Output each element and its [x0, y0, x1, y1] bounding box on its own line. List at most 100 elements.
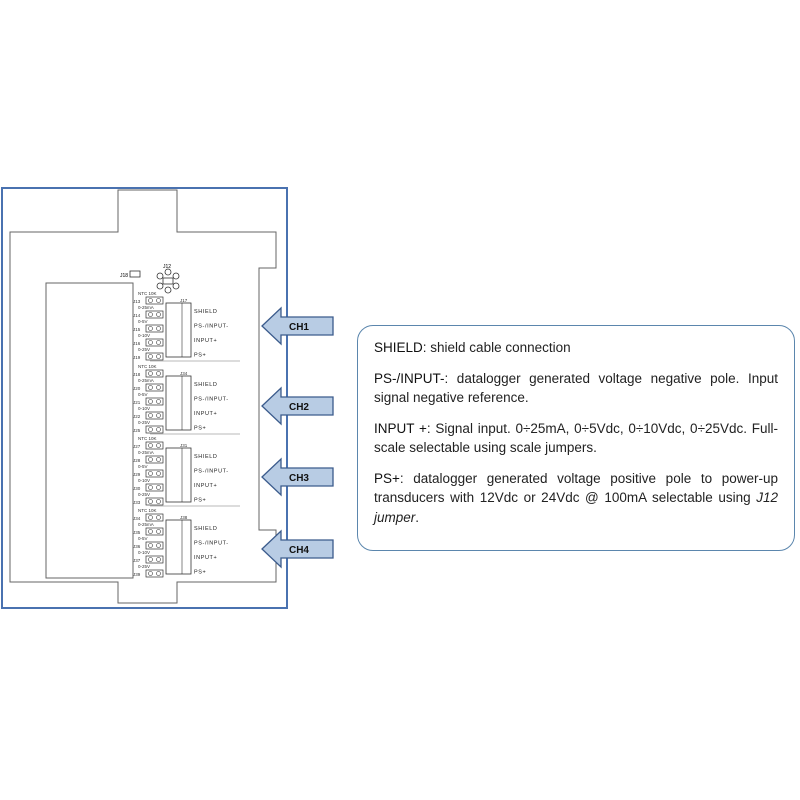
channel-block-3: NTC 10KJ270-25mAJ280-5VJ290-10VJ300-25VJ…	[133, 436, 240, 507]
pcb-cutout	[45, 282, 134, 579]
jumper-pin	[156, 385, 161, 390]
channel-label: CH1	[289, 322, 309, 333]
jumper-pin	[148, 443, 153, 448]
jumper-pin	[148, 340, 153, 345]
channel-block-1: NTC 10KJ130-25mAJ140-5VJ150-10VJ160-25VJ…	[133, 291, 240, 362]
jumper-ref-label: J16	[133, 341, 141, 346]
channel-arrow-2: CH2	[261, 386, 334, 426]
jumper-range-label: 0-10V	[138, 406, 150, 411]
jumper-header	[145, 411, 164, 420]
jumper-pin	[156, 399, 161, 404]
arrow-shape	[261, 529, 334, 569]
jumper-pin	[148, 529, 153, 534]
jumper-range-label: 0-10V	[138, 333, 150, 338]
jumper-header	[145, 513, 164, 522]
jumper-header	[145, 383, 164, 392]
jumper-pin	[148, 471, 153, 476]
legend-ps-plus-emph: J12 jumper	[374, 490, 778, 525]
jumper-ref-label: J37	[133, 558, 141, 563]
terminal-label: SHIELD	[194, 454, 217, 460]
terminal-label: PS+	[194, 498, 206, 504]
terminal-label: PS-/INPUT-	[194, 397, 229, 403]
terminal-label: INPUT+	[194, 483, 217, 489]
arrow-shape	[261, 457, 334, 497]
terminal-label: INPUT+	[194, 411, 217, 417]
jumper-ref-label: J19	[133, 355, 141, 360]
jumper-pin	[156, 371, 161, 376]
jumper-range-label: 0-25mA	[138, 305, 154, 310]
jumper-pin	[156, 298, 161, 303]
channel-label: CH3	[289, 473, 309, 484]
legend-input-plus-term: INPUT +	[374, 420, 427, 436]
terminal-label: SHIELD	[194, 526, 217, 532]
connector-ref-label: J34	[180, 371, 188, 376]
jumper-ref-label: J13	[133, 299, 141, 304]
jumper-range-label: 0-10V	[138, 478, 150, 483]
terminal-label: PS+	[194, 353, 206, 359]
terminal-label: PS-/INPUT-	[194, 469, 229, 475]
legend-ps-plus-term: PS+	[374, 470, 400, 486]
jumper-pin	[148, 413, 153, 418]
arrow-shape	[261, 386, 334, 426]
jumper-range-label: NTC 10K	[138, 508, 157, 513]
jumper-header	[145, 425, 164, 434]
jumper-pin	[156, 457, 161, 462]
terminal-label: SHIELD	[194, 309, 217, 315]
connector-ref-label: J17	[180, 298, 188, 303]
jumper-ref-label: J39	[133, 572, 141, 577]
header-jumper-label: J18	[120, 273, 128, 279]
jumper-pin	[156, 443, 161, 448]
channel-arrow-3: CH3	[261, 457, 334, 497]
jumper-pin	[148, 298, 153, 303]
channel-arrow-4: CH4	[261, 529, 334, 569]
channel-arrow-1: CH1	[261, 306, 334, 346]
channel-block-4: NTC 10KJ340-25mAJ350-5VJ360-10VJ370-25VJ…	[133, 508, 228, 578]
terminal-label: INPUT+	[194, 338, 217, 344]
jumper-pin	[148, 427, 153, 432]
jumper-pin	[156, 354, 161, 359]
jumper-ref-label: J35	[133, 530, 141, 535]
jumper-ref-label: J27	[133, 444, 141, 449]
jumper-range-label: 0-25V	[138, 492, 150, 497]
jumper-pin	[156, 413, 161, 418]
jumper-pin	[156, 499, 161, 504]
jumper-pin	[148, 371, 153, 376]
jumper-range-label: 0-5V	[138, 392, 148, 397]
jumper-header	[145, 555, 164, 564]
terminal-block	[165, 447, 192, 503]
jumper-header	[145, 569, 164, 578]
header-top-connector	[156, 268, 180, 294]
jumper-ref-label: J34	[133, 516, 141, 521]
jumper-range-label: 0-10V	[138, 550, 150, 555]
terminal-block	[165, 519, 192, 575]
jumper-header	[145, 310, 164, 319]
channel-block-2: NTC 10KJ180-25mAJ200-5VJ210-10VJ220-25VJ…	[133, 364, 240, 435]
jumper-header	[145, 441, 164, 450]
jumper-header	[145, 469, 164, 478]
jumper-ref-label: J30	[133, 486, 141, 491]
jumper-pin	[156, 340, 161, 345]
jumper-ref-label: J22	[133, 414, 141, 419]
legend-shield-term: SHIELD	[374, 340, 423, 355]
jumper-pin	[148, 457, 153, 462]
jumper-pin	[148, 499, 153, 504]
jumper-header	[145, 483, 164, 492]
header-top-label: J12	[163, 264, 171, 270]
jumper-header	[145, 397, 164, 406]
terminal-label: PS-/INPUT-	[194, 324, 229, 330]
legend-shield: SHIELD: shield cable connection	[374, 338, 778, 358]
terminal-block	[165, 375, 192, 431]
legend-ps-plus-text: : datalogger generated voltage positive …	[374, 470, 778, 506]
terminal-label: INPUT+	[194, 555, 217, 561]
legend-input-plus: INPUT +: Signal input. 0÷25mA, 0÷5Vdc, 0…	[374, 419, 778, 458]
jumper-range-label: 0-5V	[138, 464, 148, 469]
jumper-pin	[156, 529, 161, 534]
jumper-pin	[148, 326, 153, 331]
jumper-pin	[156, 471, 161, 476]
jumper-ref-label: J25	[133, 428, 141, 433]
jumper-pin	[148, 399, 153, 404]
jumper-range-label: NTC 10K	[138, 436, 157, 441]
jumper-pin	[148, 385, 153, 390]
jumper-pin	[148, 485, 153, 490]
